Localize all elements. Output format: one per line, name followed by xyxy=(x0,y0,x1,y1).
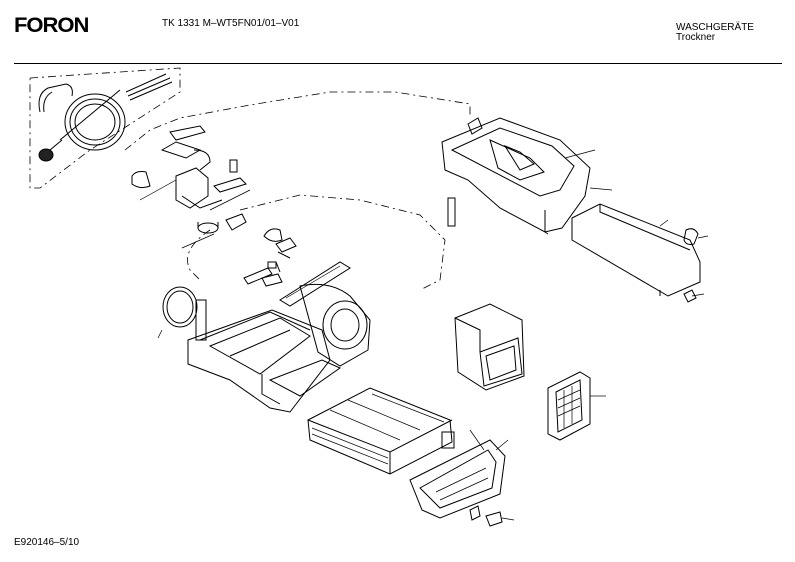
category-title: WASCHGERÄTE xyxy=(676,22,754,33)
seal-strip xyxy=(279,261,351,307)
category-subtitle: Trockner xyxy=(676,32,716,43)
upper-drum-housing xyxy=(441,117,613,235)
wire-guide-middle xyxy=(239,194,446,291)
model-number: TK 1331 M–WT5FN01/01–V01 xyxy=(162,18,300,29)
brand-logo: FORON xyxy=(14,14,89,37)
accessory-kit-group xyxy=(29,67,181,189)
header-divider xyxy=(14,63,782,64)
small-connectors xyxy=(243,228,297,287)
air-duct-adapter xyxy=(454,303,525,391)
lint-filter-frame xyxy=(409,429,509,519)
blower-housing xyxy=(187,283,371,413)
top-cover-panel xyxy=(571,203,709,303)
door-knob-parts xyxy=(469,505,515,527)
document-code: E920146–5/10 xyxy=(14,537,80,548)
wire-guide-top xyxy=(124,91,471,151)
rear-grille xyxy=(547,371,606,441)
control-parts-cluster xyxy=(131,125,251,249)
wire-guide-left xyxy=(187,229,211,281)
ring-gasket xyxy=(157,286,198,339)
heat-exchanger xyxy=(307,387,455,475)
